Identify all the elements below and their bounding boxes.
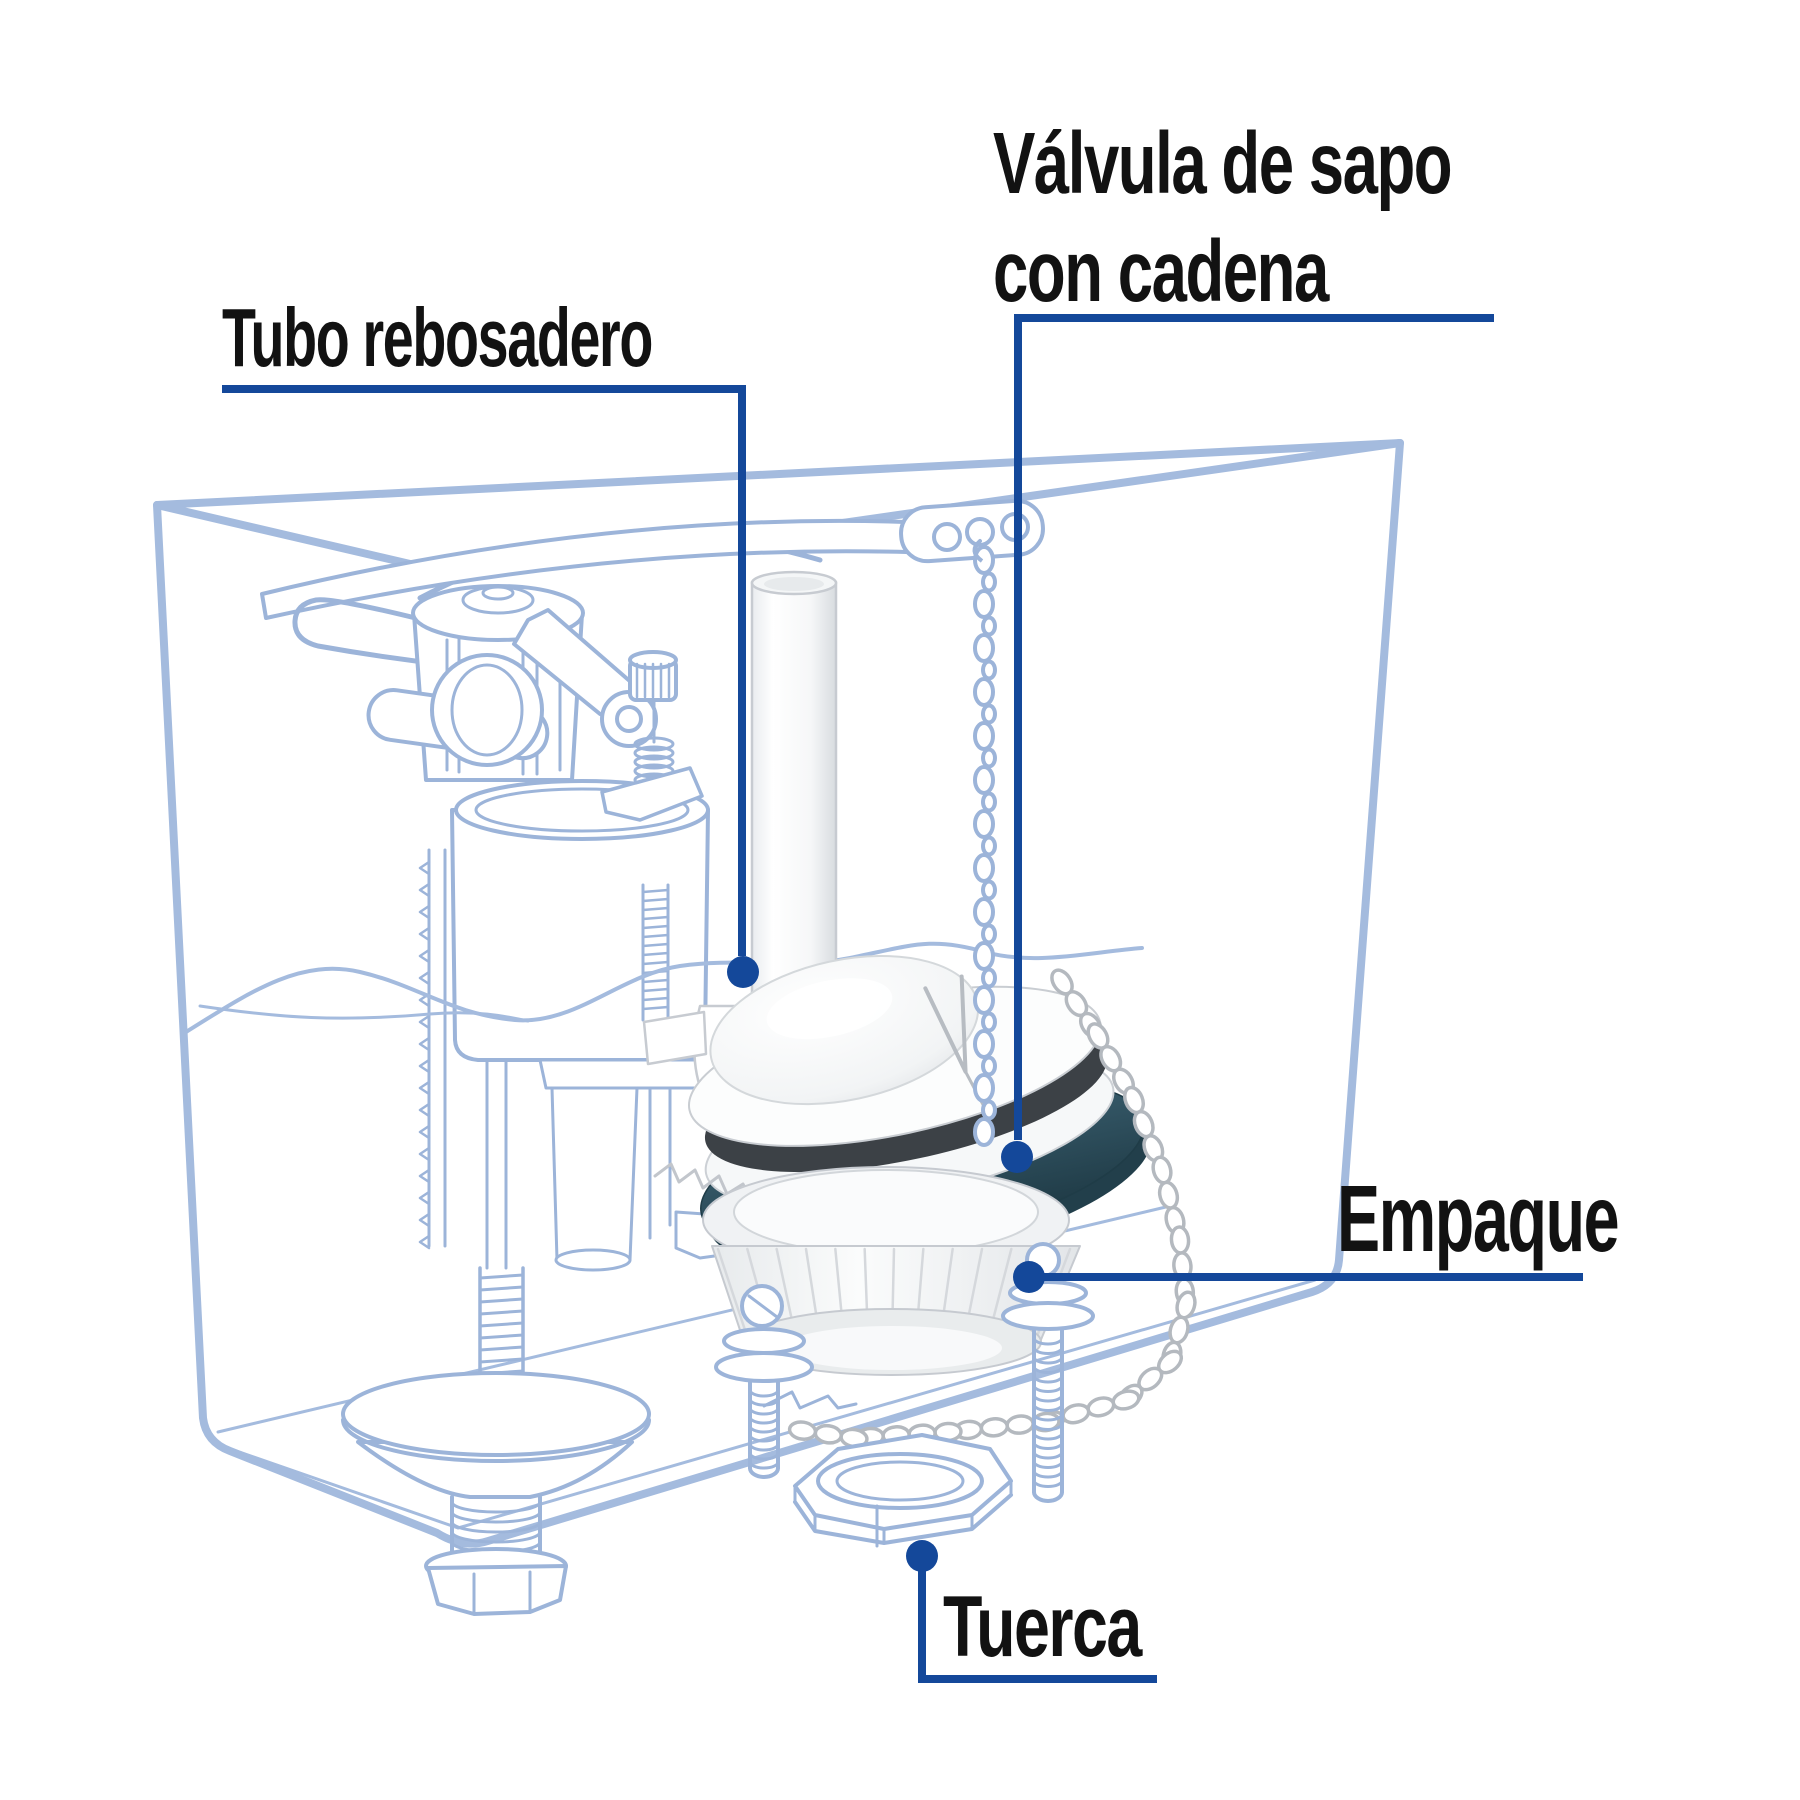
- leader-dot-gasket: [1013, 1261, 1045, 1293]
- label-overflow-tube: Tubo rebosadero: [222, 291, 653, 384]
- label-flapper-valve-line1: Válvula de sapo: [993, 115, 1453, 212]
- leader-line-overflow-tube: [222, 385, 746, 956]
- flush-valve-drawing: [642, 570, 1152, 1376]
- leader-dot-flapper: [1001, 1141, 1033, 1173]
- leader-dot-overflow-tube: [727, 956, 759, 988]
- leader-line-nut: [918, 1568, 1157, 1683]
- mounting-bolts: [714, 1242, 1095, 1503]
- label-nut: Tuerca: [943, 1579, 1142, 1675]
- label-flapper-valve-line2: con cadena: [993, 223, 1329, 320]
- leader-line-flapper: [1014, 314, 1494, 1140]
- leader-lines: [222, 314, 1583, 1683]
- label-flapper-valve: Válvula de sapo con cadena: [993, 110, 1453, 326]
- leader-dot-nut: [906, 1540, 938, 1572]
- flapper-chain: [972, 539, 997, 1147]
- leader-dots: [727, 956, 1045, 1572]
- lock-nut-drawing: [793, 1433, 1013, 1548]
- label-gasket: Empaque: [1337, 1166, 1620, 1272]
